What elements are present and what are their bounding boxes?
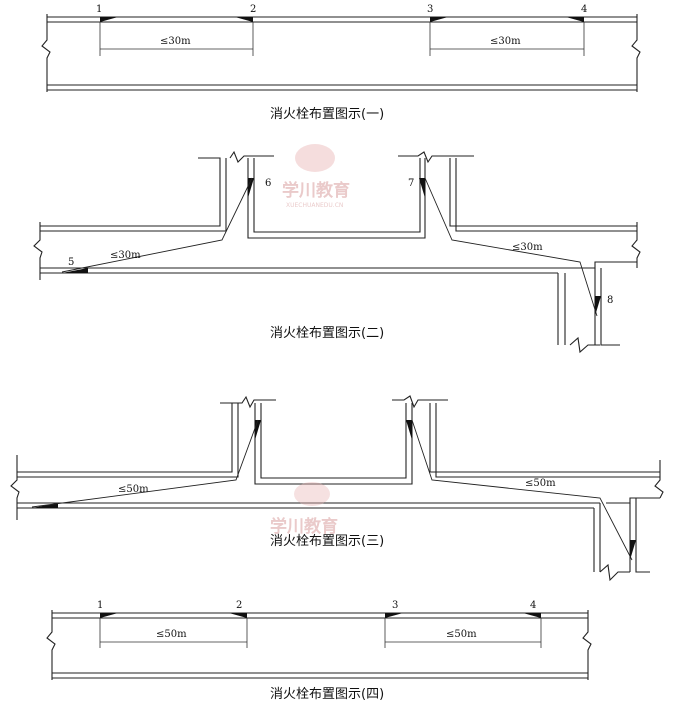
figure-4-caption: 消火栓布置图示(四)	[270, 687, 384, 702]
watermark-emblem-icon	[295, 144, 335, 172]
figure-3: ≤50m ≤50m 消火栓布置图示(三)	[10, 395, 664, 582]
hydrant-b	[255, 420, 261, 440]
hose-route-right	[424, 177, 598, 317]
hose-route-left	[31, 419, 259, 508]
hydrant-label-3: 3	[427, 4, 433, 15]
figure-1: 1 2 3 4 ≤30m ≤30m 消火栓布置图示(一)	[41, 4, 641, 122]
watermark-name: 学川教育	[270, 516, 338, 537]
spacing-dimension-left: ≤50m	[156, 629, 187, 640]
hydrant-label-6: 6	[265, 178, 271, 189]
break-mark-right	[631, 14, 641, 92]
hydrant-label-2: 2	[236, 600, 242, 611]
break-mark-left	[33, 222, 43, 280]
spacing-dimension-right: ≤50m	[446, 629, 477, 640]
hydrant-label-4: 4	[581, 4, 587, 15]
hydrant-label-5: 5	[68, 257, 74, 268]
hose-length-left: ≤50m	[118, 484, 149, 495]
hose-route-left	[61, 177, 253, 273]
hose-length-right: ≤30m	[512, 242, 543, 253]
hydrant-d	[630, 540, 636, 560]
hydrant-4	[566, 17, 584, 22]
figure-3-caption: 消火栓布置图示(三)	[270, 534, 384, 549]
hydrant-2	[229, 613, 247, 618]
watermark-logo-bottom: 学川教育	[270, 482, 338, 537]
hydrant-3	[385, 613, 403, 618]
break-mark-left	[41, 14, 51, 92]
hose-length-right: ≤50m	[525, 478, 556, 489]
figure-1-caption: 消火栓布置图示(一)	[270, 107, 384, 122]
hydrant-4	[523, 613, 541, 618]
hydrant-c	[406, 420, 412, 440]
hydrant-3	[430, 17, 448, 22]
watermark-url: XUECHUANEDU.CN	[286, 202, 343, 209]
watermark-name: 学川教育	[282, 180, 350, 201]
hydrant-label-4: 4	[530, 600, 536, 611]
hydrant-8	[595, 296, 601, 316]
hydrant-label-8: 8	[607, 295, 613, 306]
hydrant-7	[419, 178, 425, 198]
watermark-emblem-icon	[294, 482, 330, 506]
watermark-logo-top: 学川教育 XUECHUANEDU.CN	[282, 144, 350, 209]
hydrant-5	[62, 268, 88, 273]
hydrant-2	[235, 17, 253, 22]
hydrant-label-7: 7	[408, 178, 414, 189]
hydrant-label-1: 1	[96, 4, 102, 15]
hydrant-label-2: 2	[250, 4, 256, 15]
hydrant-label-1: 1	[97, 600, 103, 611]
figure-2: 5 6 7 8 ≤30m ≤30m 消火栓布置图示(二)	[33, 150, 641, 354]
spacing-dimension-right: ≤30m	[490, 36, 521, 47]
hydrant-1	[100, 613, 118, 618]
hydrant-label-3: 3	[392, 600, 398, 611]
hose-route-right	[411, 419, 633, 561]
hydrant-1	[100, 17, 118, 22]
spacing-dimension-left: ≤30m	[160, 36, 191, 47]
figure-2-caption: 消火栓布置图示(二)	[270, 326, 384, 341]
figure-4: 1 2 3 4 ≤50m ≤50m 消火栓布置图示(四)	[46, 600, 592, 702]
hose-length-left: ≤30m	[110, 250, 141, 261]
